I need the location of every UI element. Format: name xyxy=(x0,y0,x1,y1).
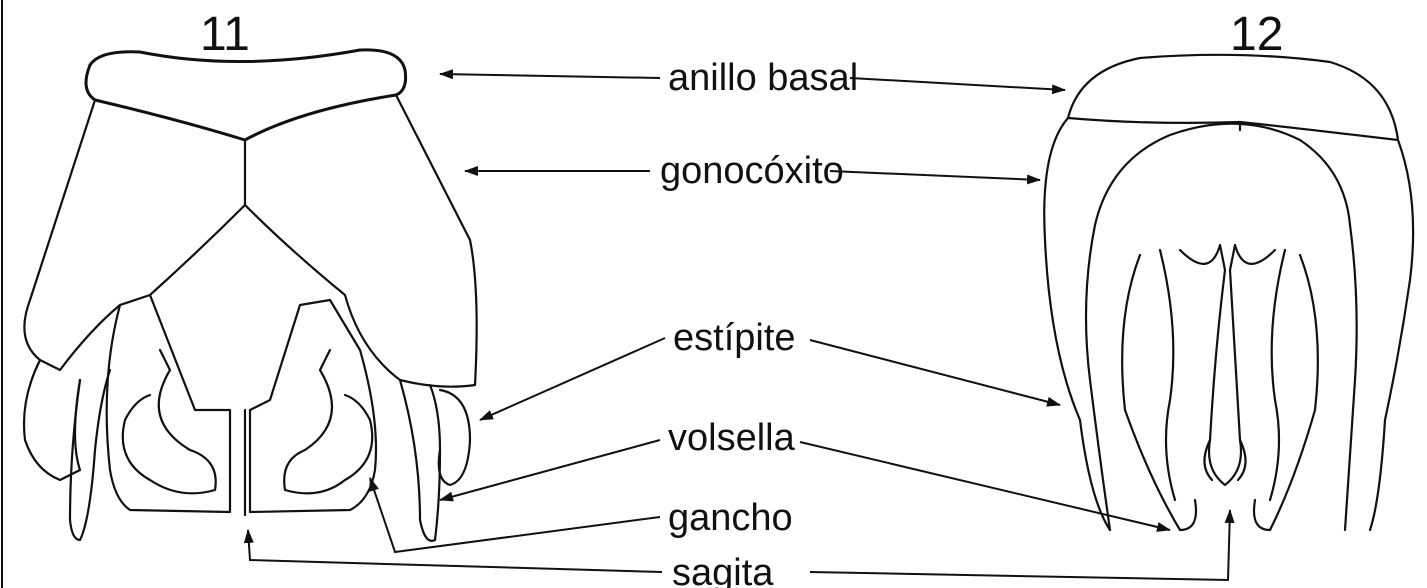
fig11-lobe-right xyxy=(437,388,472,487)
fig11-stipes-left-inner xyxy=(105,293,232,514)
fig12-sagitta-tips xyxy=(1203,438,1247,482)
label-anillo-basal: anillo basal xyxy=(668,57,858,99)
label-sagita: sagita xyxy=(672,552,774,588)
label-volsella: volsella xyxy=(668,417,796,459)
fig11-hook-left xyxy=(121,348,217,495)
fig12-gonocoxite-inner-arch xyxy=(1093,122,1352,227)
labels: anillo basal gonocóxito estípite volsell… xyxy=(243,57,1235,588)
leader-estipite-left xyxy=(479,337,666,421)
figure-12-number: 12 xyxy=(1230,8,1283,61)
label-gonocoxito: gonocóxito xyxy=(660,150,844,192)
fig11-volsella-left xyxy=(68,368,112,542)
leader-volsella-right xyxy=(799,441,1171,532)
figure-11-number: 11 xyxy=(200,8,250,61)
fig12-gonocoxite-outer xyxy=(1043,116,1415,532)
leader-gonocoxito-right xyxy=(829,170,1041,185)
leader-anillo-basal-left xyxy=(439,69,661,80)
leader-volsella-left xyxy=(439,439,661,502)
fig11-gonocoxite-left xyxy=(23,98,247,372)
leader-anillo-basal-right xyxy=(849,77,1066,95)
leader-gancho xyxy=(369,477,661,554)
fig11-hook-right xyxy=(283,348,374,495)
leader-estipite-right xyxy=(809,339,1061,407)
figure-12-drawing xyxy=(1043,53,1415,532)
fig11-basal-ring xyxy=(84,48,408,142)
leader-sagita-left xyxy=(243,529,663,573)
fig12-stipes-right xyxy=(1252,223,1358,532)
fig11-stipes-right xyxy=(248,298,378,514)
fig12-volsella-right xyxy=(1268,248,1287,502)
fig12-volsella-left xyxy=(1158,248,1177,502)
label-gancho: gancho xyxy=(668,497,793,539)
fig11-volsella-right xyxy=(398,378,442,542)
fig12-stipes-left xyxy=(1084,223,1198,532)
figure-11-drawing xyxy=(22,48,478,542)
label-estipite: estípite xyxy=(673,317,796,359)
fig12-aedeagus xyxy=(1178,243,1277,487)
fig11-gonocoxite-right xyxy=(243,93,478,388)
leader-sagita-right xyxy=(809,509,1235,582)
fig12-basal-ring xyxy=(1066,53,1400,142)
